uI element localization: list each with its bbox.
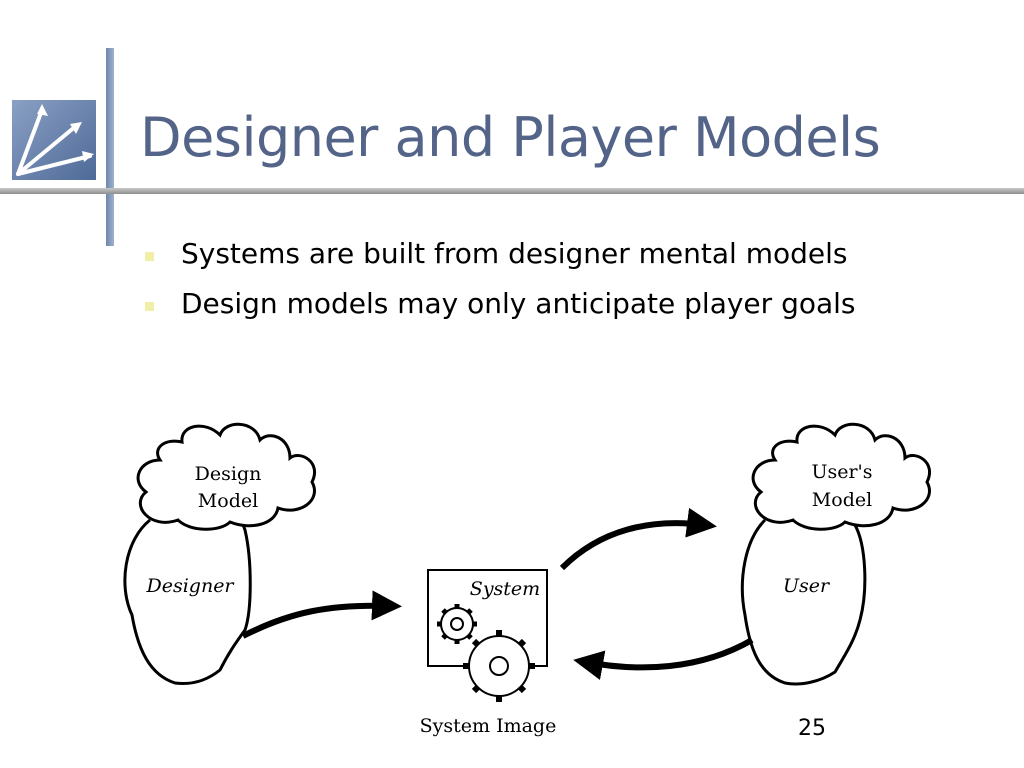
title-accent-bar: [106, 48, 114, 246]
system-image-label: System Image: [420, 715, 557, 737]
title-divider: [0, 188, 1024, 194]
bullet-text: Systems are built from designer mental m…: [181, 237, 848, 270]
mental-models-diagram: Design Model Designer System System Imag…: [123, 422, 931, 737]
slide-title: Designer and Player Models: [140, 106, 881, 169]
users-model-label-line2: Model: [812, 489, 872, 511]
arrow-system-to-user: [559, 507, 717, 571]
bullet-list: Systems are built from designer mental m…: [145, 232, 856, 332]
arrow-designer-to-system: [241, 590, 402, 639]
users-model-cloud: [751, 422, 931, 531]
user-label: User: [783, 575, 831, 597]
designer-head: [123, 503, 252, 686]
users-model-label-line1: User's: [811, 461, 872, 483]
bullet-marker: [145, 252, 154, 261]
design-model-label-line2: Model: [198, 490, 258, 512]
designer-label: Designer: [145, 575, 235, 597]
page-number: 25: [798, 716, 826, 741]
gear-icon: [437, 604, 477, 644]
arrow-user-to-system: [573, 637, 754, 680]
bullet-item: Systems are built from designer mental m…: [145, 232, 856, 282]
arrows-logo-icon: [12, 100, 96, 180]
gear-icon: [463, 630, 535, 702]
bullet-marker: [145, 302, 154, 311]
system-label: System: [470, 578, 540, 600]
bullet-item: Design models may only anticipate player…: [145, 282, 856, 332]
design-model-label-line1: Design: [195, 463, 262, 485]
bullet-text: Design models may only anticipate player…: [181, 287, 856, 320]
design-model-cloud: [136, 422, 316, 531]
